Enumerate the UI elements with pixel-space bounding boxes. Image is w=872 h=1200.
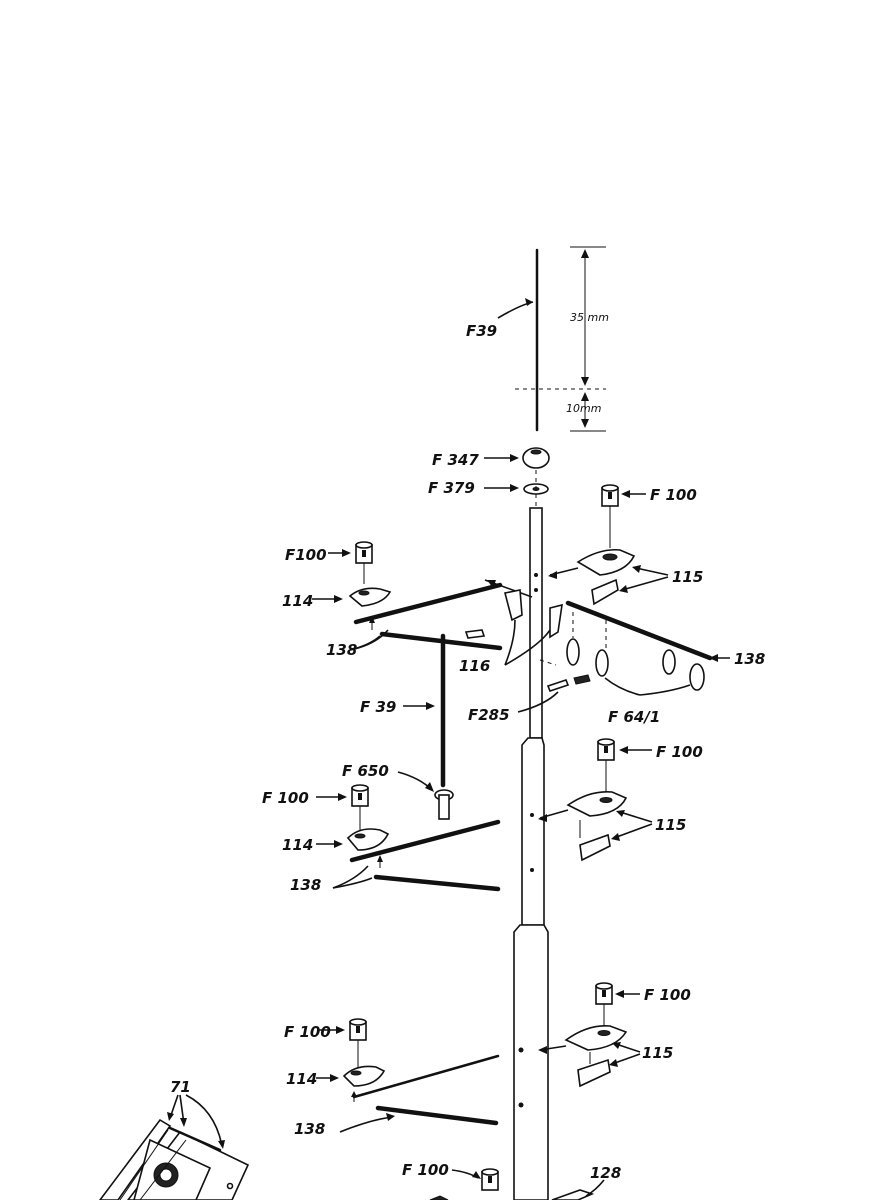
label-138-d: 138: [294, 1120, 325, 1138]
ball-f347: [484, 447, 550, 469]
label-114-b: 114: [282, 836, 313, 854]
label-138-a: 138: [326, 641, 357, 659]
pin-f650: [397, 771, 454, 820]
dimension-10mm: 10mm: [566, 402, 601, 415]
label-115-c: 115: [642, 1044, 673, 1062]
label-f39-mid: F 39: [360, 698, 396, 716]
label-128: 128: [590, 1164, 621, 1182]
label-f39-top: F39: [466, 322, 497, 340]
label-138-b: 138: [734, 650, 765, 668]
label-115-a: 115: [672, 568, 703, 586]
top-pin-f39: [497, 248, 539, 432]
label-f100-f: F 100: [284, 1023, 331, 1041]
label-f64-1: F 64/1: [608, 708, 660, 726]
label-114-c: 114: [286, 1070, 317, 1088]
bottom-parts: [98, 1094, 605, 1200]
label-f650: F 650: [342, 762, 389, 780]
label-f100-g: F 100: [402, 1161, 449, 1179]
dimension-35mm: 35 mm: [570, 311, 609, 324]
label-116: 116: [459, 657, 490, 675]
lower-assembly: [316, 982, 641, 1133]
label-f379: F 379: [428, 479, 475, 497]
label-115-b: 115: [655, 816, 686, 834]
label-f100-d: F 100: [262, 789, 309, 807]
washer-f379: [484, 483, 549, 495]
label-138-c: 138: [290, 876, 321, 894]
label-f100-c: F 100: [656, 743, 703, 761]
middle-pin-f39: [403, 633, 446, 788]
dimension-lines: [515, 246, 606, 432]
label-f285: F285: [468, 706, 510, 724]
mast: [513, 470, 549, 1200]
label-f100-e: F 100: [644, 986, 691, 1004]
label-114-a: 114: [282, 592, 313, 610]
upper-assembly: [312, 484, 730, 713]
label-f100-b: F100: [285, 546, 327, 564]
label-71: 71: [170, 1078, 191, 1096]
label-f100-a: F 100: [650, 486, 697, 504]
label-f347: F 347: [432, 451, 479, 469]
middle-assembly: [316, 738, 653, 892]
